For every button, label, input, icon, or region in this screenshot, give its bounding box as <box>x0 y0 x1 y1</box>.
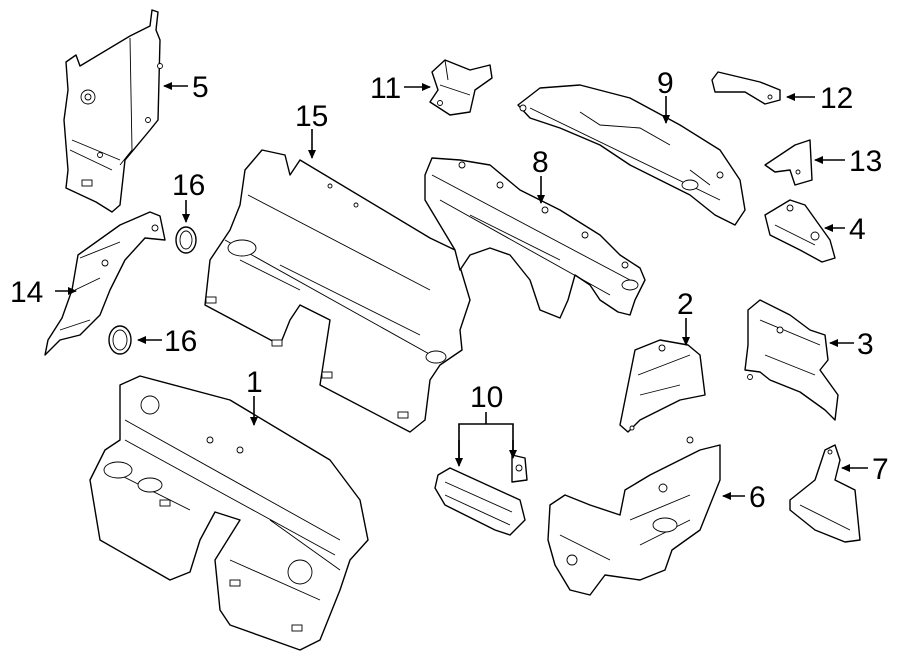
part-6-lower-trim <box>547 436 721 596</box>
callout-14: 14 <box>10 276 43 309</box>
callout-16-upper: 16 <box>172 169 205 202</box>
callout-11: 11 <box>370 72 401 105</box>
leader-10-bracket <box>458 423 514 458</box>
part-9-cross-member <box>517 84 746 226</box>
callout-9: 9 <box>657 67 674 100</box>
callout-7: 7 <box>872 453 889 486</box>
callout-4: 4 <box>849 213 866 246</box>
part-5-quarter-panel-upper <box>63 9 163 213</box>
callout-12: 12 <box>820 82 853 115</box>
part-12-bracket <box>711 71 781 105</box>
part-3-bracket <box>744 299 839 421</box>
callout-13: 13 <box>849 145 882 178</box>
part-13-bracket <box>764 139 813 186</box>
part-4-bracket <box>764 199 836 263</box>
callout-15: 15 <box>295 100 328 133</box>
part-1-rear-panel <box>89 375 369 651</box>
callout-10: 10 <box>470 381 503 414</box>
part-11-bracket <box>429 59 493 116</box>
part-2-gusset <box>619 339 706 433</box>
callout-8: 8 <box>532 146 549 179</box>
callout-3: 3 <box>857 328 874 361</box>
callout-1: 1 <box>246 366 263 399</box>
part-7-bracket <box>789 444 861 543</box>
part-10-storage-tray <box>434 454 528 536</box>
part-14-quarter-panel-lower <box>44 211 166 356</box>
callout-2: 2 <box>677 288 694 321</box>
part-16-grommet-lower <box>108 325 132 355</box>
callout-6: 6 <box>749 481 766 514</box>
callout-16-lower: 16 <box>164 325 197 358</box>
part-15-package-shelf <box>204 149 471 433</box>
part-16-grommet-upper <box>175 226 197 254</box>
callout-5: 5 <box>192 71 209 104</box>
